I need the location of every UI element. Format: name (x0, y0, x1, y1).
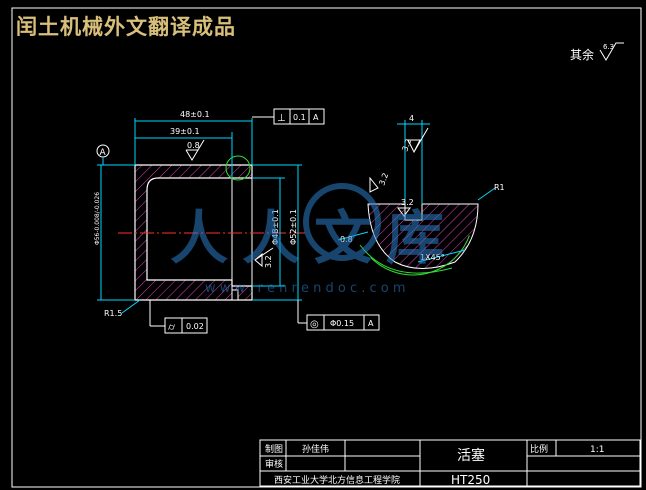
perpendicularity-datum: A (313, 113, 319, 122)
title-block (259, 439, 641, 487)
concentricity-value: Φ0.15 (330, 319, 354, 328)
overall-length-label: 48±0.1 (180, 110, 210, 119)
review-label: 审核 (265, 458, 283, 470)
bore-diameter-label: Φ52±0.1 (289, 209, 298, 245)
inner-diameter-label: Φ48±0.1 (271, 209, 280, 245)
cylindricity-frame (149, 300, 208, 334)
groove-notch (231, 289, 239, 301)
perpendicularity-symbol: ⊥ (277, 113, 286, 124)
watermark-brand: 人人文库 (170, 204, 458, 272)
roughness-groove-bottom-icon (397, 207, 411, 217)
fillet-leader (121, 299, 141, 314)
cylindricity-value: 0.02 (186, 322, 204, 331)
roughness-groove-side-icon (369, 176, 379, 193)
watermark: 人人文库 w w w . r e n r e n d o c . c o m (170, 183, 458, 296)
detail-boundary-circle (352, 154, 474, 276)
chamfer-label: 1X45° (420, 253, 445, 262)
cylindricity-symbol: ⌭ (168, 322, 176, 333)
datum-letter: A (100, 148, 107, 158)
radius-leader (477, 187, 496, 201)
dim-groove-width (397, 120, 430, 204)
roughness-right-label: 3.2 (264, 255, 273, 268)
school-name: 西安工业大学北方信息工程学院 (274, 474, 400, 486)
roughness-groove-side-label: 3.2 (377, 172, 390, 187)
fillet-radius-label: R1.5 (104, 309, 122, 318)
dim-inner-length (135, 132, 233, 178)
dim-bore-diameter (252, 164, 302, 301)
scale-label: 比例 (530, 443, 548, 455)
drawing-frame (11, 7, 642, 488)
roughness-note-value: 6.3 (603, 43, 614, 51)
detail-circle (225, 155, 251, 181)
drawn-label: 制图 (265, 443, 283, 455)
perpendicularity-value: 0.1 (293, 113, 306, 122)
groove-width-label: 4 (409, 114, 414, 123)
part-name: 活塞 (457, 447, 485, 464)
roughness-groove-top-label: 3.2 (400, 138, 413, 153)
roughness-right-icon (254, 247, 274, 268)
roughness-left-leader (337, 231, 369, 241)
roughness-groove-bottom-label: 3.2 (401, 198, 414, 207)
perpendicularity-frame (252, 108, 325, 125)
scale-value: 1:1 (590, 445, 604, 455)
dim-overall-length (134, 118, 253, 165)
watermark-url: w w w . r e n r e n d o c . c o m (205, 281, 406, 296)
header-title: 闰土机械外文翻译成品 (16, 14, 236, 39)
inner-length-label: 39±0.1 (170, 127, 200, 136)
roughness-left-label: 0.8 (340, 235, 353, 244)
roughness-symbol-icon (599, 42, 624, 61)
concentricity-datum: A (368, 319, 374, 328)
detail-hatch (367, 203, 479, 269)
material: HT250 (451, 473, 490, 487)
watermark-logo-icon (303, 183, 381, 261)
dim-inner-diameter (252, 177, 285, 287)
roughness-note-label: 其余 (570, 47, 594, 62)
outer-diameter-label: Φ56-0.008/-0.026 (94, 192, 101, 245)
main-section-view: A 48±0.1 39±0.1 0.8 ⊥ 0.1 A (94, 108, 380, 334)
chamfer-leader (417, 249, 466, 263)
detail-boundary-arc (359, 244, 453, 274)
radius-label: R1 (494, 183, 505, 192)
concentricity-frame (297, 300, 380, 331)
concentricity-symbol: ◎ (310, 319, 319, 330)
roughness-top-icon (185, 139, 205, 161)
section-hatch (134, 164, 253, 301)
detail-view: 4 3.2 3.2 3.2 0.8 R1 1X45° (337, 114, 505, 276)
roughness-top-label: 0.8 (187, 141, 200, 150)
roughness-note: 其余 6.3 (570, 42, 624, 62)
roughness-groove-top-icon (407, 127, 429, 154)
dim-outer-diameter (97, 164, 135, 301)
drawn-name: 孙佳伟 (302, 443, 329, 455)
